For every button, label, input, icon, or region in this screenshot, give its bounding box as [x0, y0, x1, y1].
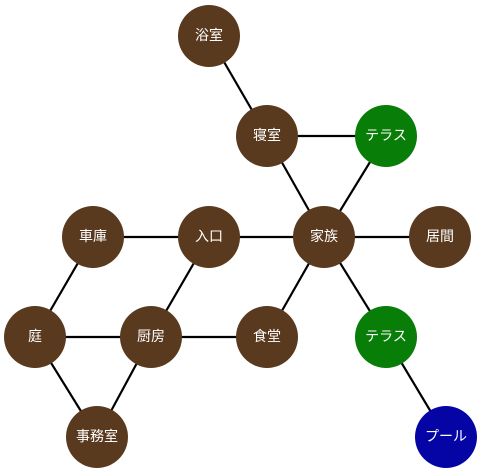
nodes-layer: 浴室寝室テラス車庫入口家族居間庭厨房食堂テラス事務室プール	[4, 5, 477, 468]
node-bedroom: 寝室	[236, 105, 298, 167]
node-label-kitchen: 厨房	[137, 329, 165, 345]
node-dining: 食堂	[236, 306, 298, 368]
node-label-garage: 車庫	[79, 228, 107, 245]
node-circle-office	[66, 406, 128, 468]
node-circle-bath	[178, 5, 240, 67]
node-label-pool: プール	[425, 429, 467, 445]
node-label-dining: 食堂	[253, 328, 281, 345]
node-circle-living	[409, 206, 471, 268]
node-garage: 車庫	[62, 206, 124, 268]
node-circle-family	[293, 206, 355, 268]
node-label-terrace-top: テラス	[365, 128, 407, 144]
node-label-terrace-bottom: テラス	[365, 329, 407, 345]
node-circle-terrace-bottom	[355, 306, 417, 368]
node-circle-pool	[415, 406, 477, 468]
node-circle-kitchen	[120, 306, 182, 368]
node-label-family: 家族	[310, 228, 338, 245]
node-circle-entrance	[178, 206, 240, 268]
node-pool: プール	[415, 406, 477, 468]
node-office: 事務室	[66, 406, 128, 468]
node-entrance: 入口	[178, 206, 240, 268]
node-label-bedroom: 寝室	[253, 127, 281, 144]
node-bath: 浴室	[178, 5, 240, 67]
node-kitchen: 厨房	[120, 306, 182, 368]
node-garden: 庭	[4, 306, 66, 368]
node-label-bath: 浴室	[195, 27, 223, 44]
node-label-garden: 庭	[28, 328, 42, 345]
node-family: 家族	[293, 206, 355, 268]
node-circle-bedroom	[236, 105, 298, 167]
node-label-living: 居間	[426, 229, 454, 245]
node-terrace-bottom: テラス	[355, 306, 417, 368]
node-living: 居間	[409, 206, 471, 268]
node-label-office: 事務室	[76, 428, 118, 445]
node-terrace-top: テラス	[355, 105, 417, 167]
node-circle-dining	[236, 306, 298, 368]
node-circle-garden	[4, 306, 66, 368]
node-circle-terrace-top	[355, 105, 417, 167]
node-circle-garage	[62, 206, 124, 268]
node-label-entrance: 入口	[195, 229, 223, 245]
